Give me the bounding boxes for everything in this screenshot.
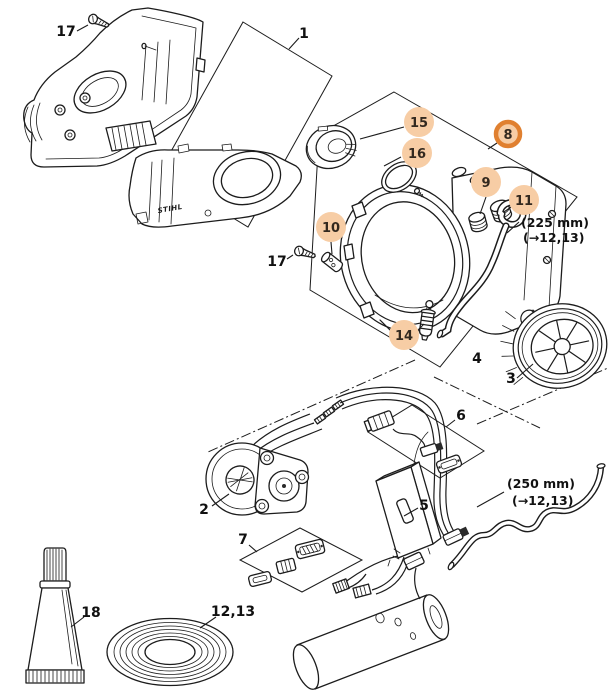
- group-box-connectors-7: [238, 527, 364, 593]
- grease-tube-drawing: [25, 547, 85, 684]
- label-item-6: 6: [456, 408, 466, 424]
- dimension-225mm: (225 mm): [521, 215, 589, 230]
- group-box-housing: [158, 21, 333, 228]
- motor-drawing: [205, 399, 345, 516]
- label-item-5: 5: [419, 498, 429, 514]
- label-item-17-side: 17: [267, 254, 286, 270]
- callout-9-number: 9: [481, 176, 490, 191]
- handle-tube-drawing: [292, 594, 450, 690]
- connector-group-6-drawing: [363, 410, 463, 474]
- bearing-cap-drawing: [305, 124, 357, 170]
- wire-coil-drawing: [106, 617, 234, 687]
- connector-group-7-drawing: [247, 538, 326, 588]
- grommet-9-drawing: [468, 211, 488, 233]
- valve-14-drawing: [418, 300, 436, 341]
- callout-15[interactable]: 15: [404, 107, 434, 137]
- callout-14-number: 14: [395, 329, 413, 344]
- hose-250-drawing: [447, 463, 606, 571]
- callout-14[interactable]: 14: [389, 320, 419, 350]
- callout-11[interactable]: 11: [509, 185, 539, 215]
- housing-lower-drawing: STIHL: [128, 143, 302, 228]
- motor-assembly-drawing: [339, 166, 567, 337]
- label-item-18: 18: [81, 605, 100, 621]
- phantom-lines: [207, 359, 609, 453]
- pin-10-drawing: [320, 251, 344, 273]
- callout-16-number: 16: [408, 147, 426, 162]
- callout-16[interactable]: 16: [402, 138, 432, 168]
- callout-8[interactable]: 8: [493, 119, 523, 149]
- dimension-250mm: (250 mm): [507, 476, 575, 491]
- label-item-12-13: 12,13: [211, 604, 255, 620]
- label-item-1: 1: [299, 26, 309, 42]
- flywheel-drawing: [500, 303, 608, 389]
- screw-17-side-drawing: [292, 244, 318, 262]
- wiring-harness-drawing: [332, 386, 470, 599]
- callout-10-number: 10: [322, 221, 340, 236]
- callout-8-number: 8: [503, 128, 512, 143]
- housing-upper-drawing: [23, 7, 206, 168]
- o-ring-drawing: [381, 161, 427, 199]
- sensor-plug-drawing: [392, 548, 425, 600]
- label-item-3: 3: [506, 371, 516, 387]
- callout-11-number: 11: [515, 194, 533, 209]
- label-item-2: 2: [199, 502, 209, 518]
- leader-lines: [70, 24, 534, 629]
- callout-9[interactable]: 9: [471, 167, 501, 197]
- label-item-7: 7: [238, 532, 248, 548]
- reference-250mm: (→12,13): [512, 493, 573, 508]
- reference-225mm: (→12,13): [523, 230, 584, 245]
- label-item-17-top: 17: [56, 24, 75, 40]
- hose-225-drawing: [436, 199, 527, 339]
- callout-15-number: 15: [410, 116, 428, 131]
- screw-17-top-drawing: [86, 12, 112, 31]
- callout-10[interactable]: 10: [316, 212, 346, 242]
- control-unit-drawing: [375, 431, 442, 567]
- label-item-4: 4: [472, 351, 482, 367]
